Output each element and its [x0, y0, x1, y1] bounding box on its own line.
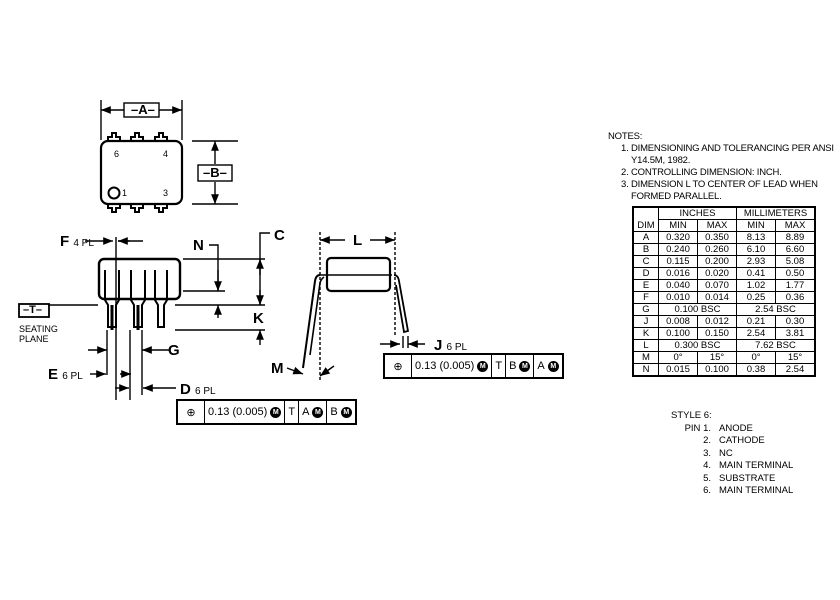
pin-label-4: 4 — [163, 149, 169, 159]
side-view — [18, 232, 270, 400]
note-item: 2. CONTROLLING DIMENSION: INCH. — [621, 167, 782, 178]
dim-label-A: –A– — [131, 102, 155, 117]
fcf-datum: T — [492, 355, 507, 377]
col-in-min: MIN — [658, 219, 698, 232]
pin-row: PIN 1.ANODE — [684, 422, 753, 434]
notes-heading: NOTES: — [608, 131, 643, 142]
dim-label-D: D 6 PL — [180, 381, 216, 398]
dim-label-K: K — [253, 310, 264, 327]
position-icon: ⊕ — [385, 355, 412, 377]
pin-row: 2.CATHODE — [703, 435, 765, 446]
note-item: 3. DIMENSION L TO CENTER OF LEAD WHEN FO… — [621, 179, 818, 202]
pin-row: 3.NC — [703, 447, 733, 459]
pin-label-6: 6 — [114, 149, 120, 159]
pin-label-1: 1 — [122, 188, 128, 198]
dim-label-N: N — [193, 237, 204, 254]
pin-label-3: 3 — [163, 188, 169, 198]
top-view — [99, 100, 238, 213]
fcf-tolerance: 0.13 (0.005)M — [412, 355, 493, 377]
dim-label-F: F 4 PL — [60, 233, 94, 250]
style-heading: STYLE 6: — [671, 410, 712, 421]
notes: NOTES: 1. DIMENSIONING AND TOLERANCING P… — [608, 131, 840, 203]
fcf-tolerance: 0.13 (0.005)M — [205, 401, 286, 423]
pin-row: 6.MAIN TERMINAL — [703, 485, 794, 496]
group-inches: INCHES — [658, 206, 737, 220]
dim-label-G: G — [168, 342, 180, 359]
dim-label-M: M — [271, 360, 284, 377]
dim-label-C: C — [274, 227, 285, 244]
position-icon: ⊕ — [178, 401, 205, 423]
col-mm-max: MAX — [775, 219, 816, 232]
dim-label-E: E 6 PL — [48, 366, 83, 383]
col-dim: DIM — [632, 206, 659, 232]
dimension-table: DIM INCHES MILLIMETERS MIN MAX MIN MAX A… — [632, 206, 816, 377]
pin-row: 5.SUBSTRATE — [703, 472, 776, 484]
group-millimeters: MILLIMETERS — [736, 206, 816, 220]
datum-T-label: –T– — [23, 304, 42, 316]
dim-label-L: L — [353, 232, 363, 249]
col-mm-min: MIN — [736, 219, 776, 232]
dim-label-J: J 6 PL — [434, 337, 468, 354]
col-in-max: MAX — [697, 219, 737, 232]
end-view — [286, 232, 425, 380]
note-item: 1. DIMENSIONING AND TOLERANCING PER ANSI… — [621, 143, 834, 166]
dim-label-B: –B– — [203, 165, 227, 180]
style-pinout: STYLE 6: PIN 1.ANODE 2.CATHODE 3.NC 4.MA… — [671, 410, 793, 498]
fcf-datum: T — [285, 401, 300, 423]
pin-row: 4.MAIN TERMINAL — [703, 460, 794, 471]
